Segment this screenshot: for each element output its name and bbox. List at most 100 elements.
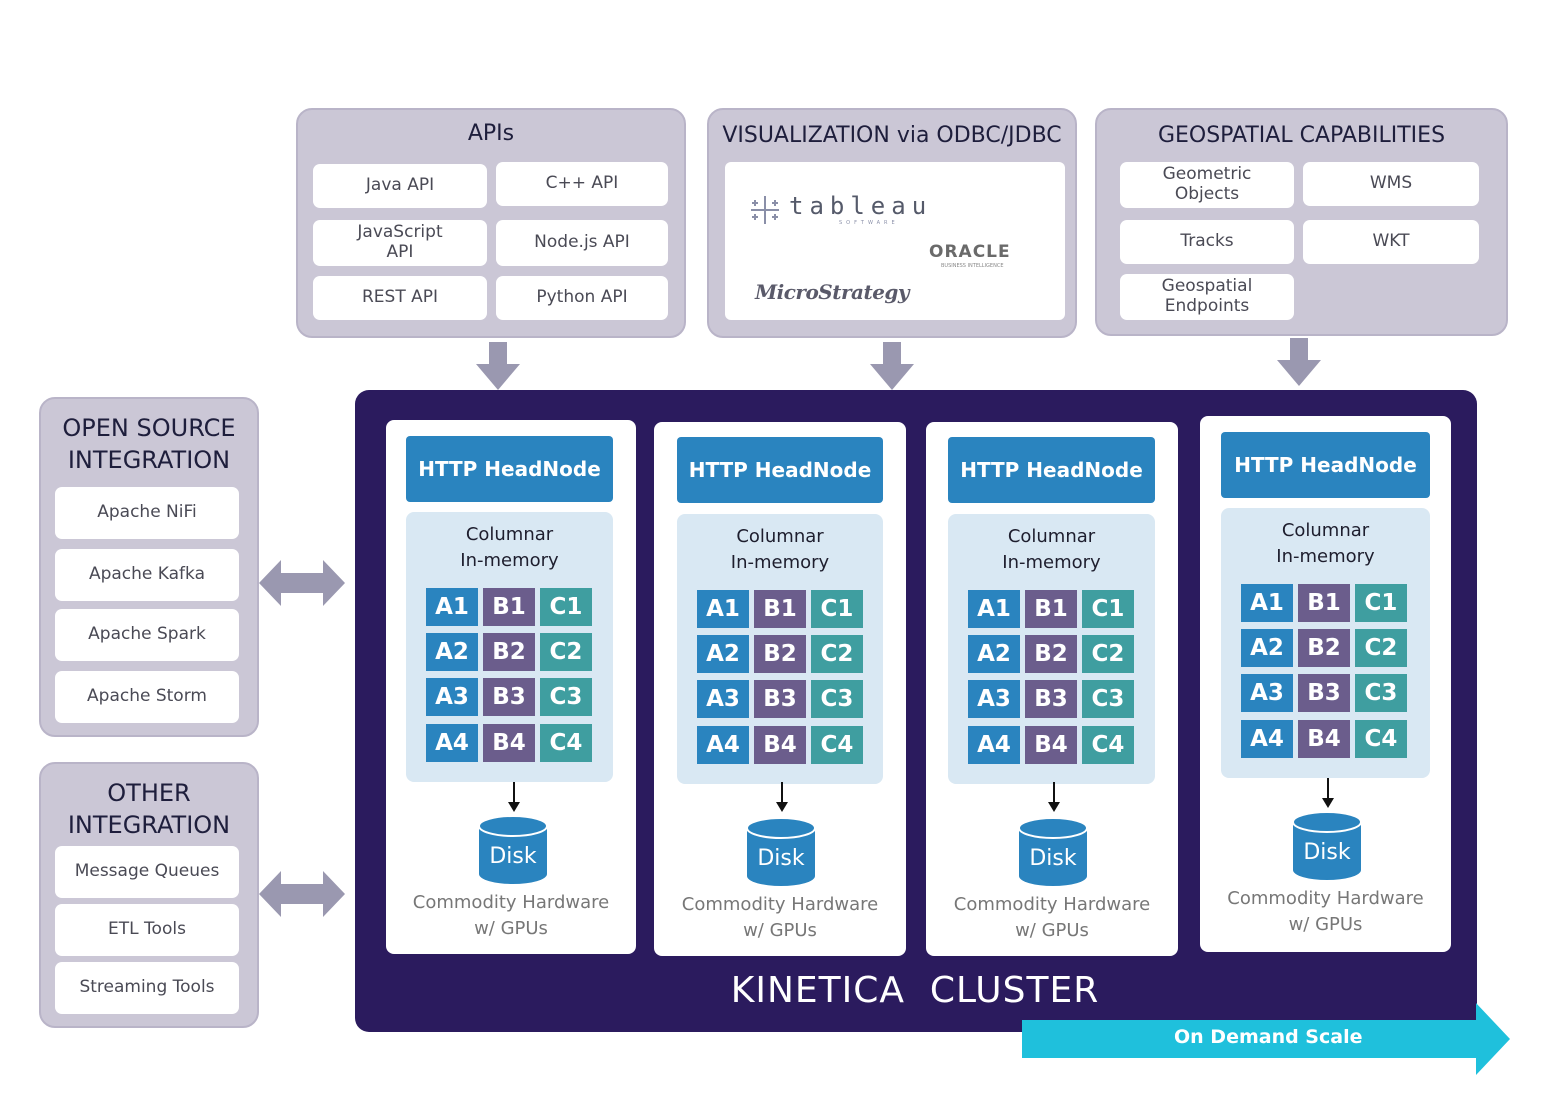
on-demand-scale-arrow-icon [1022, 1003, 1510, 1075]
memory-cell-a3: A3 [968, 680, 1020, 718]
tracks-item: Tracks [1120, 220, 1294, 264]
memory-cell-b1: B1 [1298, 584, 1350, 622]
logos-box: tableau SOFTWARE ORACLE BUSINESS INTELLI… [725, 162, 1065, 320]
geospatial-panel: GEOSPATIAL CAPABILITIES Geometric Object… [1095, 108, 1508, 336]
memory-cell-c3: C3 [540, 678, 592, 716]
visualization-title: VISUALIZATION via ODBC/JDBC [722, 123, 1062, 148]
memory-cell-a3: A3 [426, 678, 478, 716]
memory-cell-b3: B3 [754, 680, 806, 718]
apis-title: APIs [467, 121, 515, 146]
memory-cell-b3: B3 [1025, 680, 1077, 718]
memory-cell-a3: A3 [697, 680, 749, 718]
other-title-line2: INTEGRATION [67, 811, 231, 839]
disk-icon [1018, 817, 1088, 886]
memory-cell-b2: B2 [1025, 635, 1077, 673]
tableau-cross-icon [751, 196, 779, 224]
other-integration-double-arrow-icon [259, 871, 345, 917]
memory-cell-b3: B3 [483, 678, 535, 716]
mem-line1: Columnar [1007, 526, 1096, 547]
memory-cell-a2: A2 [968, 635, 1020, 673]
mem-line1: Columnar [465, 524, 554, 545]
head-line1: HTTP Head [418, 456, 543, 481]
memory-cell-b4: B4 [1298, 720, 1350, 758]
oracle-bi-label: BUSINESS INTELLIGENCE [941, 263, 1004, 269]
disk-icon [746, 817, 816, 886]
mem-line1: Columnar [736, 526, 824, 547]
message-queues-item: Message Queues [55, 846, 239, 898]
hw-line2: w/ GPUs [474, 918, 548, 940]
hw-line1: Commodity Hardware [681, 894, 879, 915]
memory-cell-a1: A1 [1241, 584, 1293, 622]
disk-label: Disk [757, 846, 805, 871]
head-line2: Node [542, 456, 601, 481]
memory-cell-a3: A3 [1241, 674, 1293, 712]
memory-cell-a1: A1 [697, 590, 749, 628]
head-line2: Node [1084, 457, 1143, 482]
open-source-panel: OPEN SOURCE INTEGRATION Apache NiFi Apac… [39, 397, 259, 737]
memory-cell-c3: C3 [1355, 674, 1407, 712]
down-arrow-icon [508, 782, 520, 812]
nodejs-api-item: Node.js API [496, 220, 668, 266]
memory-cell-b2: B2 [754, 635, 806, 673]
apache-storm-item: Apache Storm [55, 671, 239, 723]
streaming-tools-item: Streaming Tools [55, 962, 239, 1014]
memory-cell-c1: C1 [1355, 584, 1407, 622]
apache-kafka-item: Apache Kafka [55, 549, 239, 601]
memory-cell-b4: B4 [483, 724, 535, 762]
mem-line2: In-memory [460, 550, 559, 572]
disk-label: Disk [1029, 846, 1077, 871]
down-arrow-icon [1322, 778, 1334, 808]
hw-line2: w/ GPUs [743, 920, 817, 942]
oracle-logo: ORACLE BUSINESS INTELLIGENCE [929, 242, 1039, 272]
python-api-item: Python API [496, 276, 668, 320]
tableau-wordmark: tableau [789, 192, 933, 220]
memory-cell-c4: C4 [1355, 720, 1407, 758]
memory-cell-c2: C2 [811, 635, 863, 673]
hardware-label: Commodity Hardware w/ GPUs [654, 892, 906, 944]
memory-cell-c1: C1 [540, 588, 592, 626]
visualization-down-arrow-icon [870, 342, 914, 390]
memory-cell-a2: A2 [1241, 629, 1293, 667]
geospatial-down-arrow-icon [1277, 338, 1321, 386]
disk-label: Disk [1303, 840, 1351, 865]
wkt-item: WKT [1303, 220, 1479, 264]
apis-down-arrow-icon [476, 342, 520, 390]
apis-panel: APIs Java API C++ API JavaScript API Nod… [296, 108, 686, 338]
down-arrow-icon [776, 782, 788, 812]
memory-cell-c2: C2 [540, 633, 592, 671]
memory-cell-b1: B1 [1025, 590, 1077, 628]
visualization-panel: VISUALIZATION via ODBC/JDBC tableau SOFT… [707, 108, 1077, 338]
memory-cell-b4: B4 [1025, 726, 1077, 764]
disk-icon [1292, 811, 1362, 880]
kinetica-cluster-title: KINETICA CLUSTER [730, 970, 1100, 1011]
mem-line2: In-memory [1276, 546, 1375, 568]
mem-line2: In-memory [730, 552, 830, 574]
memory-cell-a4: A4 [1241, 720, 1293, 758]
java-api-item: Java API [313, 164, 487, 208]
memory-cell-b1: B1 [754, 590, 806, 628]
memory-cell-c3: C3 [811, 680, 863, 718]
head-line2: Node [1358, 452, 1417, 477]
hw-line1: Commodity Hardware [412, 892, 610, 913]
microstrategy-logo: MicroStrategy [755, 280, 910, 304]
head-line1: HTTP Head [688, 457, 813, 482]
wms-item: WMS [1303, 162, 1479, 206]
hw-line2: w/ GPUs [1015, 920, 1089, 942]
other-integration-panel: OTHER INTEGRATION Message Queues ETL Too… [39, 762, 259, 1028]
cpp-api-item: C++ API [496, 162, 668, 206]
disk-label: Disk [489, 844, 537, 869]
tableau-logo: tableau SOFTWARE [747, 192, 947, 232]
rest-api-item: REST API [313, 276, 487, 320]
memory-cell-b3: B3 [1298, 674, 1350, 712]
